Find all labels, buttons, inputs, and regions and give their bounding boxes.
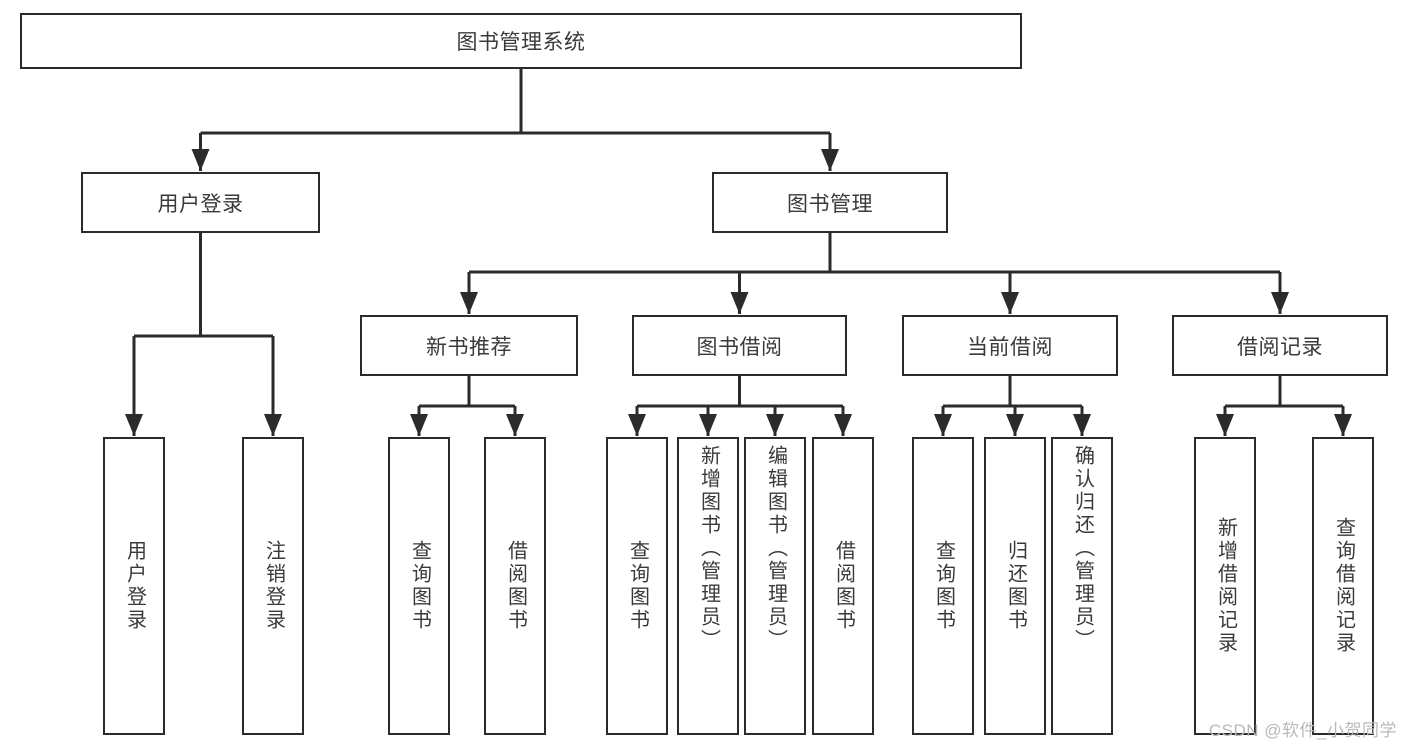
node-label: 用户登录 bbox=[123, 540, 146, 632]
node-leaf-current-query-book[interactable]: 查询图书 bbox=[912, 437, 974, 735]
arrowhead bbox=[730, 292, 749, 314]
node-label: 注销登录 bbox=[262, 540, 285, 632]
arrowhead bbox=[410, 414, 428, 436]
node-book-borrow[interactable]: 图书借阅 bbox=[632, 315, 847, 376]
node-label: 查询图书 bbox=[626, 540, 649, 632]
node-label: 用户登录 bbox=[157, 192, 244, 216]
arrowhead bbox=[506, 414, 524, 436]
node-label: 借阅图书 bbox=[504, 540, 527, 632]
arrowhead bbox=[821, 149, 839, 171]
arrowhead bbox=[460, 292, 478, 314]
arrowhead bbox=[191, 149, 210, 171]
node-label: 新书推荐 bbox=[426, 335, 512, 359]
node-label: 图书管理 bbox=[787, 192, 873, 216]
node-label: 借阅记录 bbox=[1237, 335, 1323, 359]
node-label: 当前借阅 bbox=[967, 335, 1053, 359]
node-label: 借阅图书 bbox=[832, 540, 855, 632]
arrowhead bbox=[1006, 414, 1024, 436]
node-label: 图书管理系统 bbox=[456, 31, 586, 54]
arrowhead bbox=[1216, 414, 1234, 436]
node-leaf-recommend-borrow-book[interactable]: 借阅图书 bbox=[484, 437, 546, 735]
node-label: 图书借阅 bbox=[696, 335, 783, 359]
node-leaf-recommend-query-book[interactable]: 查询图书 bbox=[388, 437, 450, 735]
node-label: 查询图书 bbox=[932, 540, 955, 632]
node-label: 查询图书 bbox=[408, 540, 431, 632]
node-leaf-user-logout[interactable]: 注销登录 bbox=[242, 437, 304, 735]
node-label: 确认归还（管理员） bbox=[1071, 445, 1094, 652]
node-root[interactable]: 图书管理系统 bbox=[20, 13, 1022, 69]
node-user-login[interactable]: 用户登录 bbox=[81, 172, 320, 233]
arrowhead bbox=[699, 414, 717, 436]
node-label: 查询借阅记录 bbox=[1332, 517, 1355, 655]
arrowhead bbox=[1271, 292, 1289, 314]
node-leaf-borrow-borrow-book[interactable]: 借阅图书 bbox=[812, 437, 874, 735]
node-leaf-borrow-add-book[interactable]: 新增图书（管理员） bbox=[677, 437, 739, 735]
arrowhead bbox=[1073, 414, 1091, 436]
node-label: 编辑图书（管理员） bbox=[764, 445, 787, 652]
node-new-book-recommend[interactable]: 新书推荐 bbox=[360, 315, 578, 376]
arrowhead bbox=[766, 414, 784, 436]
node-current-borrow[interactable]: 当前借阅 bbox=[902, 315, 1118, 376]
arrowhead bbox=[125, 414, 143, 436]
arrowhead bbox=[1001, 292, 1019, 314]
node-label: 新增图书（管理员） bbox=[697, 445, 720, 652]
node-label: 新增借阅记录 bbox=[1214, 517, 1237, 655]
node-leaf-record-query[interactable]: 查询借阅记录 bbox=[1312, 437, 1374, 735]
node-leaf-current-return-book[interactable]: 归还图书 bbox=[984, 437, 1046, 735]
node-leaf-borrow-edit-book[interactable]: 编辑图书（管理员） bbox=[744, 437, 806, 735]
node-book-manage[interactable]: 图书管理 bbox=[712, 172, 948, 233]
arrowhead bbox=[264, 414, 282, 436]
node-leaf-current-confirm-return[interactable]: 确认归还（管理员） bbox=[1051, 437, 1113, 735]
arrowhead bbox=[834, 414, 852, 436]
node-leaf-record-add[interactable]: 新增借阅记录 bbox=[1194, 437, 1256, 735]
node-leaf-user-login[interactable]: 用户登录 bbox=[103, 437, 165, 735]
node-label: 归还图书 bbox=[1004, 540, 1027, 632]
node-leaf-borrow-query-book[interactable]: 查询图书 bbox=[606, 437, 668, 735]
arrowhead bbox=[628, 414, 646, 436]
arrowhead bbox=[934, 414, 952, 436]
arrowhead bbox=[1334, 414, 1352, 436]
node-borrow-record[interactable]: 借阅记录 bbox=[1172, 315, 1388, 376]
